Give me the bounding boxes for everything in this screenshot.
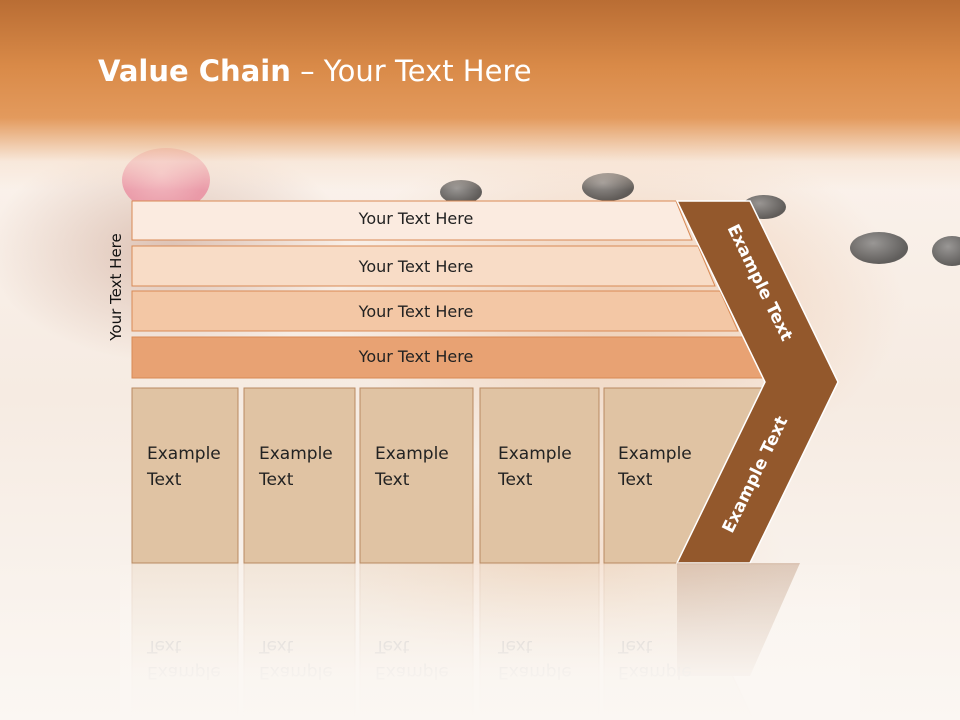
hot-stone (850, 232, 908, 264)
bar-4-label: Your Text Here (358, 347, 474, 366)
hot-stone (932, 236, 960, 266)
box-4-line1: Example (498, 444, 572, 464)
box-2 (243, 387, 356, 564)
box-3-line2: Text (374, 470, 410, 490)
box-5-line1: Example (618, 444, 692, 464)
title-bold: Value Chain (98, 54, 291, 88)
bar-2-label: Your Text Here (358, 257, 474, 276)
bar-1 (131, 200, 693, 241)
reflection-fade (120, 565, 860, 720)
box-1 (131, 387, 239, 564)
box-2-line2: Text (258, 470, 294, 490)
box-2-line1: Example (259, 444, 333, 464)
box-1-line2: Text (146, 470, 182, 490)
box-1-line1: Example (147, 444, 221, 464)
box-group: Example Text Example Text Example Text E… (131, 387, 763, 564)
chevron-arrow (675, 200, 839, 564)
bar-2 (131, 245, 716, 287)
bar-3 (131, 290, 739, 332)
box-4 (479, 387, 600, 564)
box-3 (359, 387, 474, 564)
bar-3-label: Your Text Here (358, 302, 474, 321)
box-4-line2: Text (497, 470, 533, 490)
box-3-line1: Example (375, 444, 449, 464)
page-title: Value Chain – Your Text Here (98, 54, 532, 88)
title-rest: – Your Text Here (290, 54, 532, 88)
bar-1-label: Your Text Here (358, 209, 474, 228)
bar-group: Your Text Here Your Text Here Your Text … (131, 200, 764, 379)
box-5-line2: Text (617, 470, 653, 490)
title-banner (0, 0, 960, 190)
